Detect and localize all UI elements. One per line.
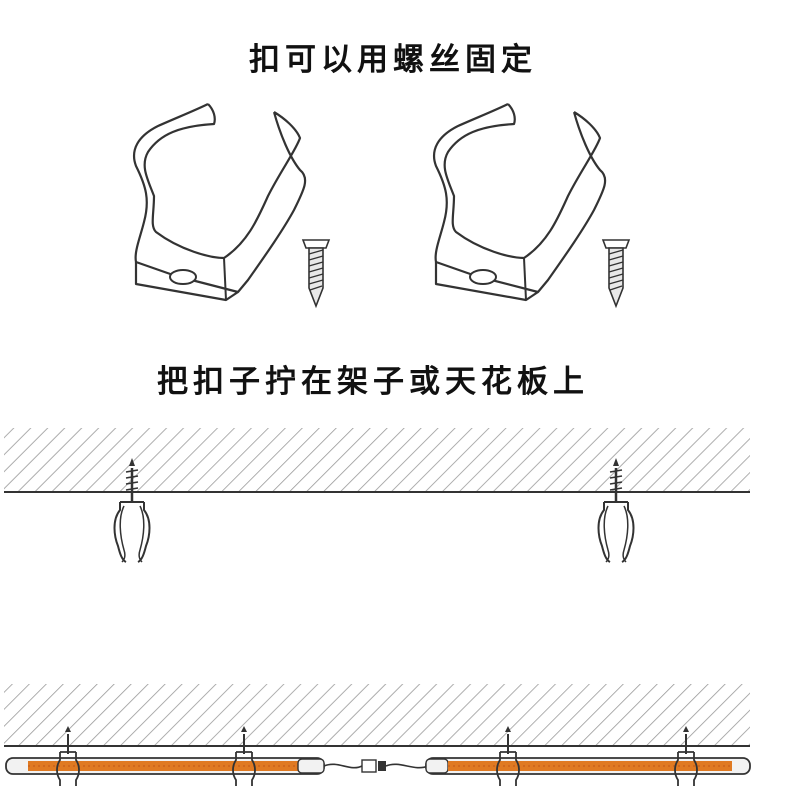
- led-tube-icon: [5, 757, 325, 775]
- ceiling-icon: [4, 428, 750, 493]
- screw-icon: [602, 239, 630, 307]
- led-tube-icon: [425, 757, 751, 775]
- caption-mount-on-ceiling: 把扣子拧在架子或天花板上: [157, 364, 589, 400]
- clip-icon: [132, 102, 307, 302]
- caption-fix-with-screw: 扣可以用螺丝固定: [249, 42, 537, 78]
- ceiling-icon: [4, 684, 750, 747]
- connector-icon: [323, 759, 429, 773]
- clip-icon: [432, 102, 607, 302]
- screw-icon: [302, 239, 330, 307]
